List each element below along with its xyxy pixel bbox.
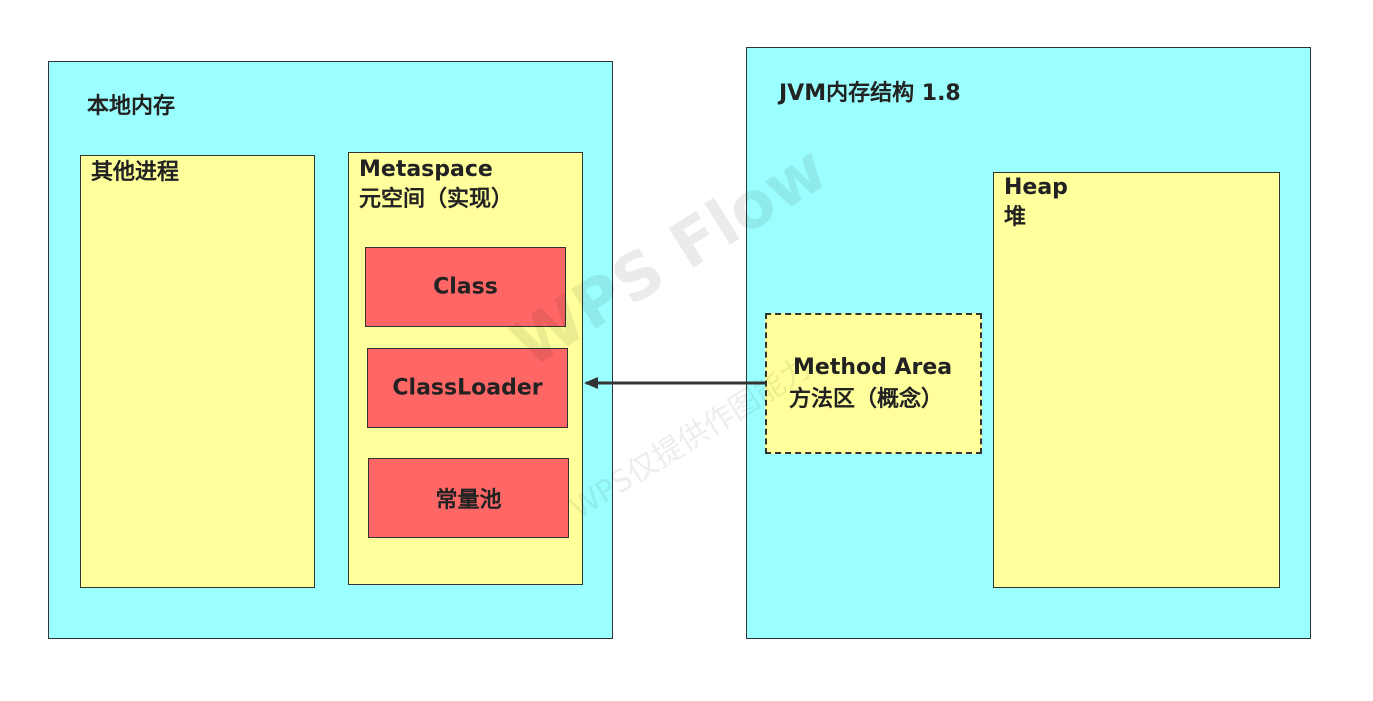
metaspace-item-class: Class (365, 247, 566, 327)
method-area-title-en: Method Area (793, 355, 953, 380)
native-memory-title: 本地内存 (87, 94, 176, 119)
metaspace-item-constant-pool: 常量池 (368, 458, 569, 538)
metaspace-item-label: 常量池 (435, 488, 502, 513)
metaspace-title-en: Metaspace (359, 157, 493, 182)
other-processes-label: 其他进程 (91, 160, 180, 185)
metaspace-item-label: Class (433, 274, 498, 300)
method-area-box: Method Area 方法区（概念） (765, 313, 982, 454)
heap-box: Heap 堆 (993, 172, 1280, 588)
method-area-title-cn: 方法区（概念） (789, 387, 944, 412)
metaspace-item-label: ClassLoader (392, 375, 543, 401)
heap-title-en: Heap (1004, 175, 1068, 200)
other-processes-box: 其他进程 (80, 155, 315, 588)
metaspace-title-cn: 元空间（实现） (359, 187, 514, 212)
jvm-title: JVM内存结构 1.8 (779, 81, 961, 106)
metaspace-item-classloader: ClassLoader (367, 348, 568, 428)
heap-title-cn: 堆 (1004, 205, 1027, 230)
